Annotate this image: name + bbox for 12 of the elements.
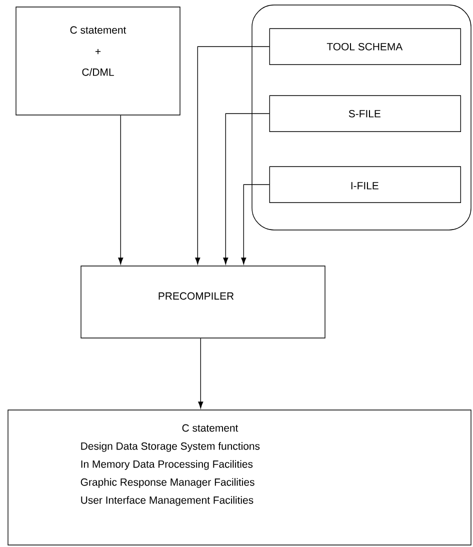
group-frame (252, 4, 472, 230)
statement-box: C statement + C/DML (16, 6, 180, 116)
output-box: C statement Design Data Storage System functions In Memory Data Processing Facilities Graphic Response Manager Facilities User Interface Management Facilities (8, 410, 472, 546)
file-box: TOOL SCHEMA (269, 28, 461, 65)
file-box: S-FILE (269, 95, 461, 132)
arrow (118, 115, 124, 264)
process-box: PRECOMPILER (80, 266, 326, 338)
arrow (223, 113, 270, 264)
file-box: I-FILE (269, 166, 461, 203)
arrow (241, 184, 270, 264)
arrow (195, 46, 270, 264)
arrow (198, 338, 204, 408)
